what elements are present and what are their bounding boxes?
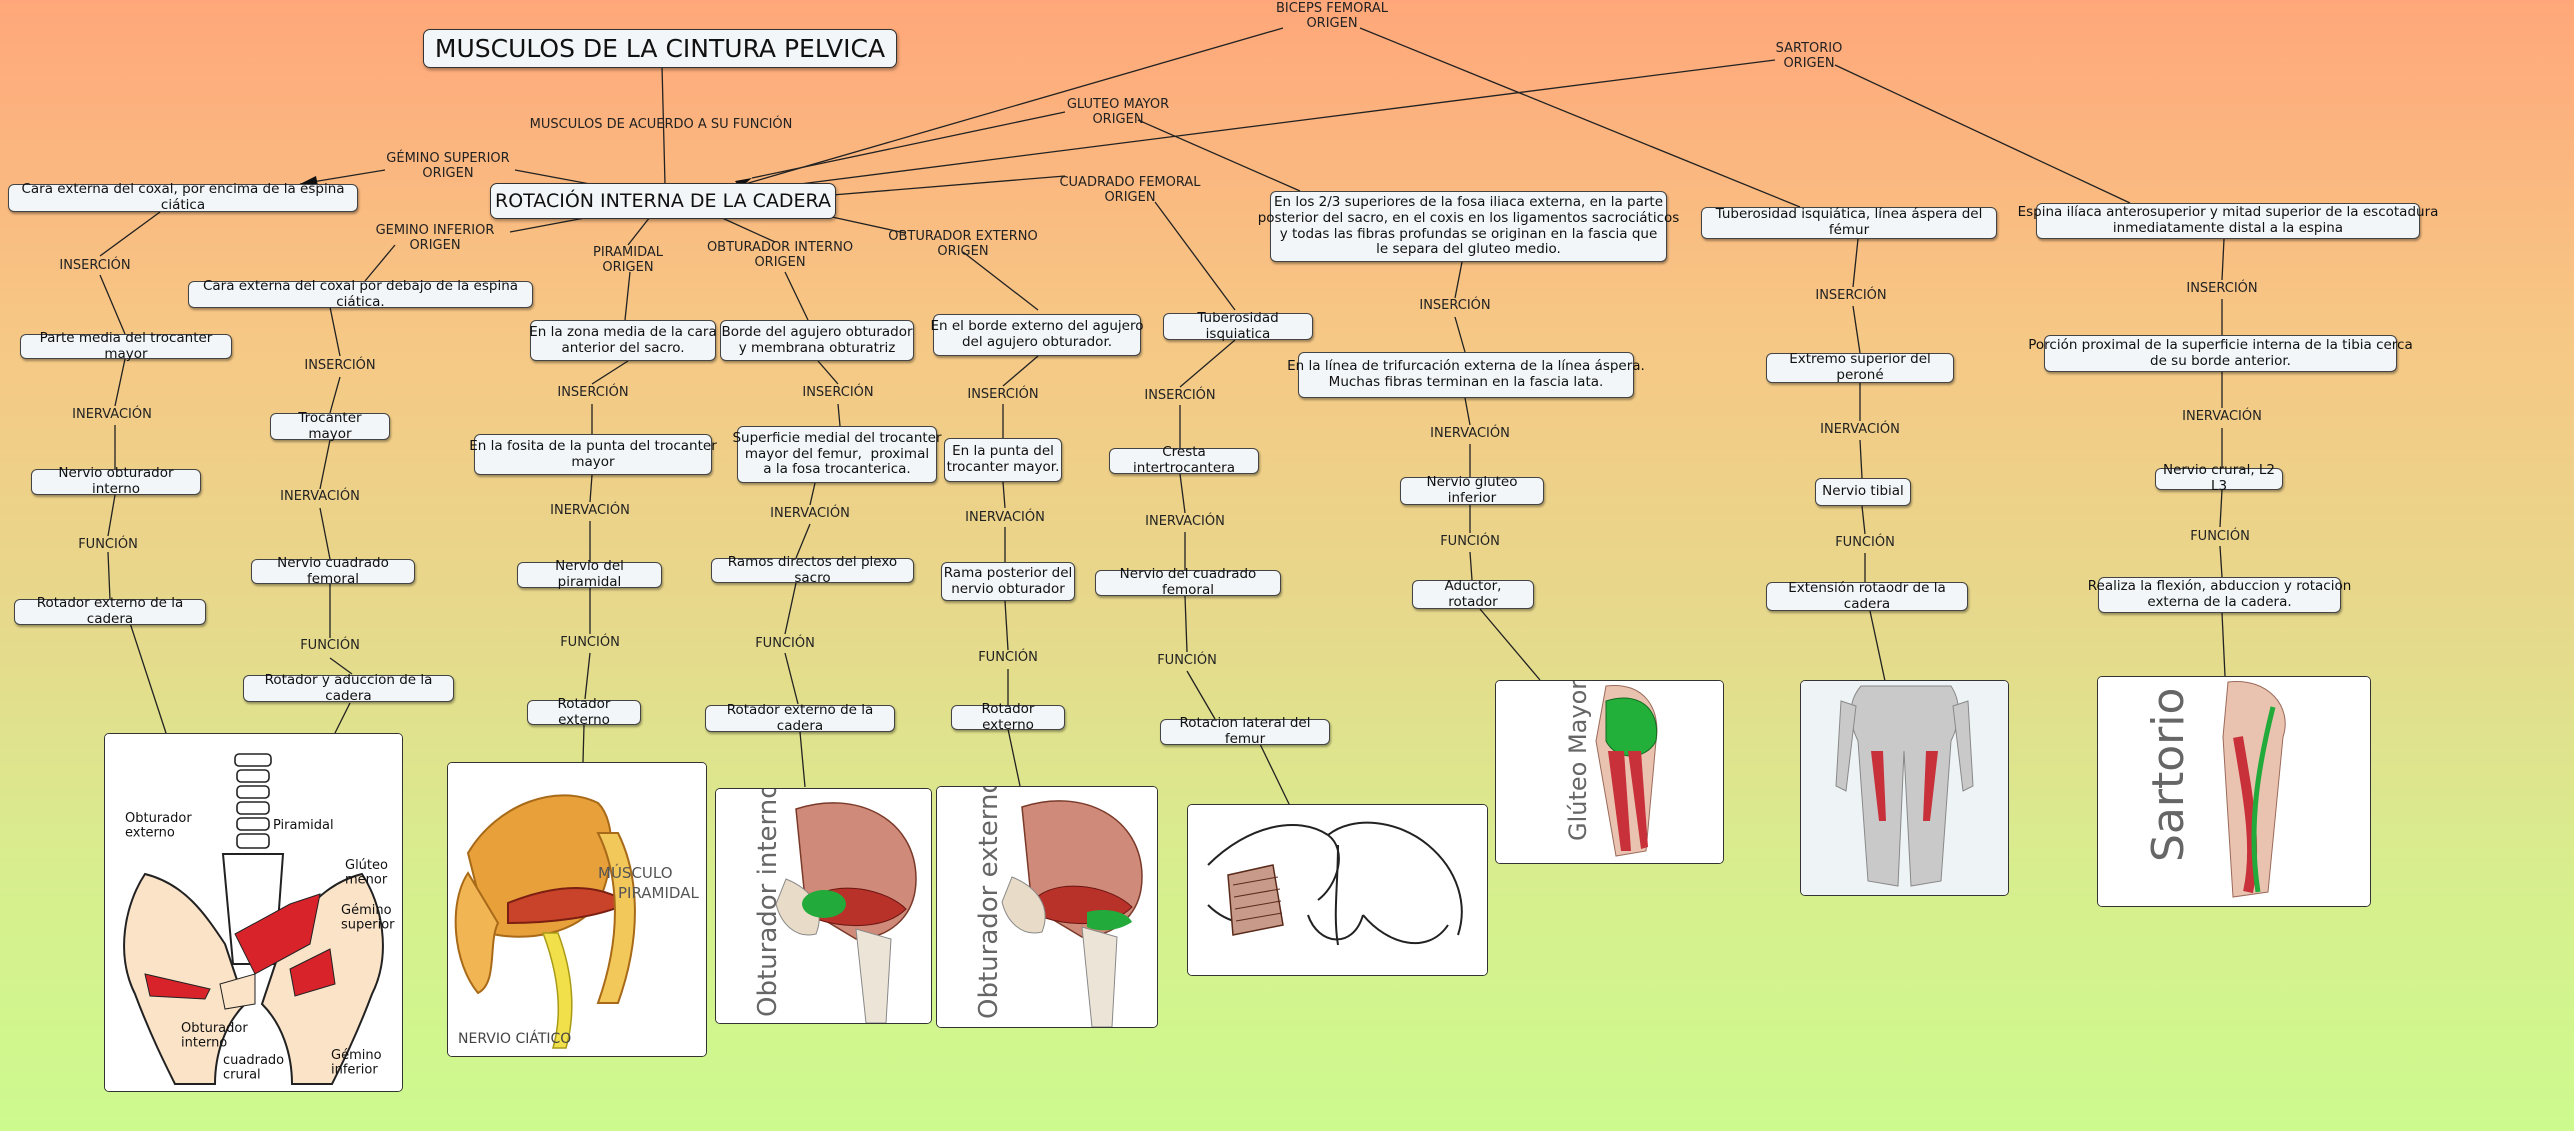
function-gemino-superior: Rotador externo de la cadera xyxy=(14,595,206,627)
link-insercion: INSERCIÓN xyxy=(1144,388,1216,403)
link-funcion: FUNCIÓN xyxy=(978,650,1038,665)
link-insercion: INSERCIÓN xyxy=(802,385,874,400)
link-inervacion: INERVACIÓN xyxy=(965,510,1045,525)
innervation-cuadrado-femoral: Nervio del cuadrado femoral xyxy=(1095,566,1281,598)
function-piramidal: Rotador externo xyxy=(527,696,641,727)
innervation-biceps-femoral: Nervio tibial xyxy=(1815,478,1911,506)
caption-musculo-piramidal: MÚSCULO xyxy=(598,863,673,882)
innervation-gemino-inferior: Nervio cuadrado femoral xyxy=(251,555,415,586)
link-insercion: INSERCIÓN xyxy=(59,258,131,273)
label-piramidal: PIRAMIDAL ORIGEN xyxy=(592,245,664,275)
origin-obturador-externo: En el borde externo del agujero del aguj… xyxy=(931,314,1144,356)
link-insercion: INSERCIÓN xyxy=(2186,281,2258,296)
link-inervacion: INERVACIÓN xyxy=(72,407,152,422)
label-cuadrado-femoral: CUADRADO FEMORAL ORIGEN xyxy=(1059,175,1201,205)
insertion-obturador-externo: En la punta del trocanter mayor. xyxy=(944,438,1062,482)
obturador-externo-image: Obturador externo xyxy=(936,786,1158,1028)
link-inervacion: INERVACIÓN xyxy=(280,489,360,504)
innervation-sartorio: Nervio crural, L2 L3 xyxy=(2155,462,2283,494)
origin-obturador-interno: Borde del agujero obturador y membrana o… xyxy=(720,320,914,361)
link-funcion: FUNCIÓN xyxy=(755,636,815,651)
label-biceps-femoral: BICEPS FEMORAL ORIGEN xyxy=(1275,1,1389,31)
function-sartorio: Realiza la flexión, abduccion y rotacion… xyxy=(2088,577,2351,613)
biceps-femoral-image xyxy=(1800,680,2009,896)
origin-piramidal: En la zona media de la cara anterior del… xyxy=(529,320,717,361)
link-funcion: FUNCIÓN xyxy=(2190,529,2250,544)
label-gemino-inferior: GEMINO INFERIOR ORIGEN xyxy=(375,223,495,253)
function-biceps-femoral: Extensión rotaodr de la cadera xyxy=(1766,580,1968,611)
insertion-gemino-inferior: Trocanter mayor xyxy=(270,410,390,441)
origin-gemino-inferior: Cara externa del coxal por debajo de la … xyxy=(188,278,533,309)
link-insercion: INSERCIÓN xyxy=(304,358,376,373)
link-insercion: INSERCIÓN xyxy=(557,385,629,400)
obturador-interno-image: Obturador interno xyxy=(715,788,932,1024)
link-funcion: FUNCIÓN xyxy=(1835,535,1895,550)
caption-obturador-interno: Obturador interno xyxy=(753,789,783,1017)
insertion-gluteo-mayor: En la línea de trifurcación externa de l… xyxy=(1287,352,1645,398)
link-funcion: FUNCIÓN xyxy=(560,635,620,650)
gluteo-mayor-image: Glúteo Mayor xyxy=(1495,680,1724,864)
link-funcion: FUNCIÓN xyxy=(1440,534,1500,549)
caption-sartorio: Sartorio xyxy=(2143,688,2194,862)
function-gluteo-mayor: Aductor, rotador xyxy=(1412,578,1534,609)
function-obturador-externo: Rotador externo xyxy=(951,701,1065,732)
center-node: ROTACIÓN INTERNA DE LA CADERA xyxy=(490,183,836,219)
svg-text:PIRAMIDAL: PIRAMIDAL xyxy=(618,884,699,902)
link-inervacion: INERVACIÓN xyxy=(1145,514,1225,529)
link-inervacion: INERVACIÓN xyxy=(2182,409,2262,424)
sartorio-image: Sartorio xyxy=(2097,676,2371,907)
cuadrado-femoral-image xyxy=(1187,804,1488,976)
caption-obturador-externo: Obturador externo xyxy=(974,787,1004,1019)
origin-biceps-femoral: Tuberosidad isquiática, línea áspera del… xyxy=(1701,206,1997,239)
insertion-obturador-interno: Superficie medial del trocanter mayor de… xyxy=(732,426,942,483)
link-insercion: INSERCIÓN xyxy=(1419,298,1491,313)
function-obturador-interno: Rotador externo de la cadera xyxy=(705,702,895,733)
label-obturador-interno: OBTURADOR INTERNO ORIGEN xyxy=(706,240,854,270)
link-funcion: FUNCIÓN xyxy=(1157,653,1217,668)
label-gemino-superior: GÉMINO SUPERIOR ORIGEN xyxy=(386,151,510,181)
function-cuadrado-femoral: Rotacion lateral del femur xyxy=(1160,715,1330,747)
function-gemino-inferior: Rotador y aduccion de la cadera xyxy=(243,672,454,703)
origin-gluteo-mayor: En los 2/3 superiores de la fosa iliaca … xyxy=(1258,191,1679,262)
page-title: MUSCULOS DE LA CINTURA PELVICA xyxy=(423,29,897,68)
insertion-gemino-superior: Parte media del trocanter mayor xyxy=(20,330,232,361)
caption-gluteo-mayor: Glúteo Mayor xyxy=(1564,681,1592,841)
link-insercion: INSERCIÓN xyxy=(967,387,1039,402)
insertion-biceps-femoral: Extremo superior del peroné xyxy=(1766,351,1954,383)
link-inervacion: INERVACIÓN xyxy=(1820,422,1900,437)
innervation-obturador-externo: Rama posterior del nervio obturador xyxy=(941,562,1075,601)
insertion-sartorio: Porción proximal de la superficie intern… xyxy=(2028,335,2413,372)
link-inervacion: INERVACIÓN xyxy=(770,506,850,521)
label-piramidal-img: Piramidal xyxy=(273,818,334,833)
innervation-gemino-superior: Nervio obturador interno xyxy=(31,465,201,497)
link-inervacion: INERVACIÓN xyxy=(1430,426,1510,441)
link-inervacion: INERVACIÓN xyxy=(550,503,630,518)
link-insercion: INSERCIÓN xyxy=(1815,288,1887,303)
label-sartorio: SARTORIO ORIGEN xyxy=(1775,41,1843,71)
insertion-cuadrado-femoral: Cresta intertrocantera xyxy=(1109,444,1259,476)
origin-sartorio: Espina ilíaca anterosuperior y mitad sup… xyxy=(2018,203,2438,239)
piramidal-image: MÚSCULO PIRAMIDAL NERVIO CIÁTICO xyxy=(447,762,707,1057)
origin-cuadrado-femoral: Tuberosidad isquiatica xyxy=(1163,310,1313,341)
link-funcion: FUNCIÓN xyxy=(300,638,360,653)
label-gluteo-mayor: GLUTEO MAYOR ORIGEN xyxy=(1066,97,1170,127)
subtitle-link: MUSCULOS DE ACUERDO A SU FUNCIÓN xyxy=(529,117,793,132)
origin-gemino-superior: Cara externa del coxal, por encima de la… xyxy=(8,181,358,213)
link-funcion: FUNCIÓN xyxy=(78,537,138,552)
innervation-piramidal: Nervio del piramidal xyxy=(517,558,662,590)
label-obturador-externo: OBTURADOR EXTERNO ORIGEN xyxy=(888,229,1038,259)
caption-nervio-ciatico: NERVIO CIÁTICO xyxy=(458,1030,571,1047)
innervation-obturador-interno: Ramos directos del plexo sacro xyxy=(711,554,914,585)
insertion-piramidal: En la fosita de la punta del trocanter m… xyxy=(469,434,717,475)
innervation-gluteo-mayor: Nervio gluteo inferior xyxy=(1400,474,1544,506)
